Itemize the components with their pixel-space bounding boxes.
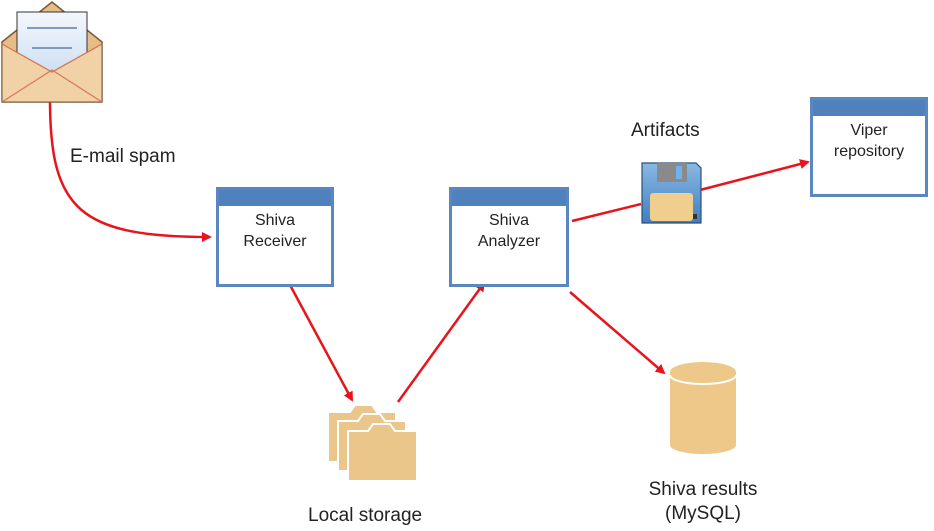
- arrow-analyzer-to-results: [569, 291, 666, 375]
- node-label-line2: Receiver: [243, 233, 307, 250]
- arrow-receiver-to-storage: [288, 284, 354, 402]
- node-label-line1: Shiva: [488, 212, 530, 229]
- results-label-line2: (MySQL): [665, 503, 741, 524]
- database-icon: [669, 362, 737, 454]
- arrow-storage-to-analyzer: [396, 281, 486, 403]
- node-header: [452, 190, 566, 206]
- email-spam-label: E-mail spam: [70, 146, 176, 167]
- arrow-analyzer-to-artifacts: [571, 202, 642, 223]
- envelope-icon: [1, 1, 103, 103]
- node-label-line1: Viper: [850, 122, 888, 139]
- node-label-line2: Analyzer: [477, 233, 541, 250]
- arrow-email-to-receiver: [48, 99, 212, 242]
- floppy-disk-icon: [641, 162, 702, 224]
- node-label-line1: Shiva: [254, 212, 296, 229]
- local-storage-label: Local storage: [308, 505, 423, 526]
- shiva-analyzer-node[interactable]: Shiva Analyzer: [449, 187, 569, 287]
- results-label-line1: Shiva results: [648, 479, 758, 500]
- artifacts-label: Artifacts: [631, 120, 700, 141]
- shiva-results-label: Shiva results (MySQL): [632, 478, 774, 526]
- node-header: [813, 100, 925, 116]
- arrow-artifacts-to-viper: [699, 159, 810, 192]
- node-header: [219, 190, 331, 206]
- viper-repository-node[interactable]: Viper repository: [810, 97, 928, 197]
- folders-icon: [327, 404, 418, 482]
- shiva-receiver-node[interactable]: Shiva Receiver: [216, 187, 334, 287]
- node-label-line2: repository: [833, 143, 905, 160]
